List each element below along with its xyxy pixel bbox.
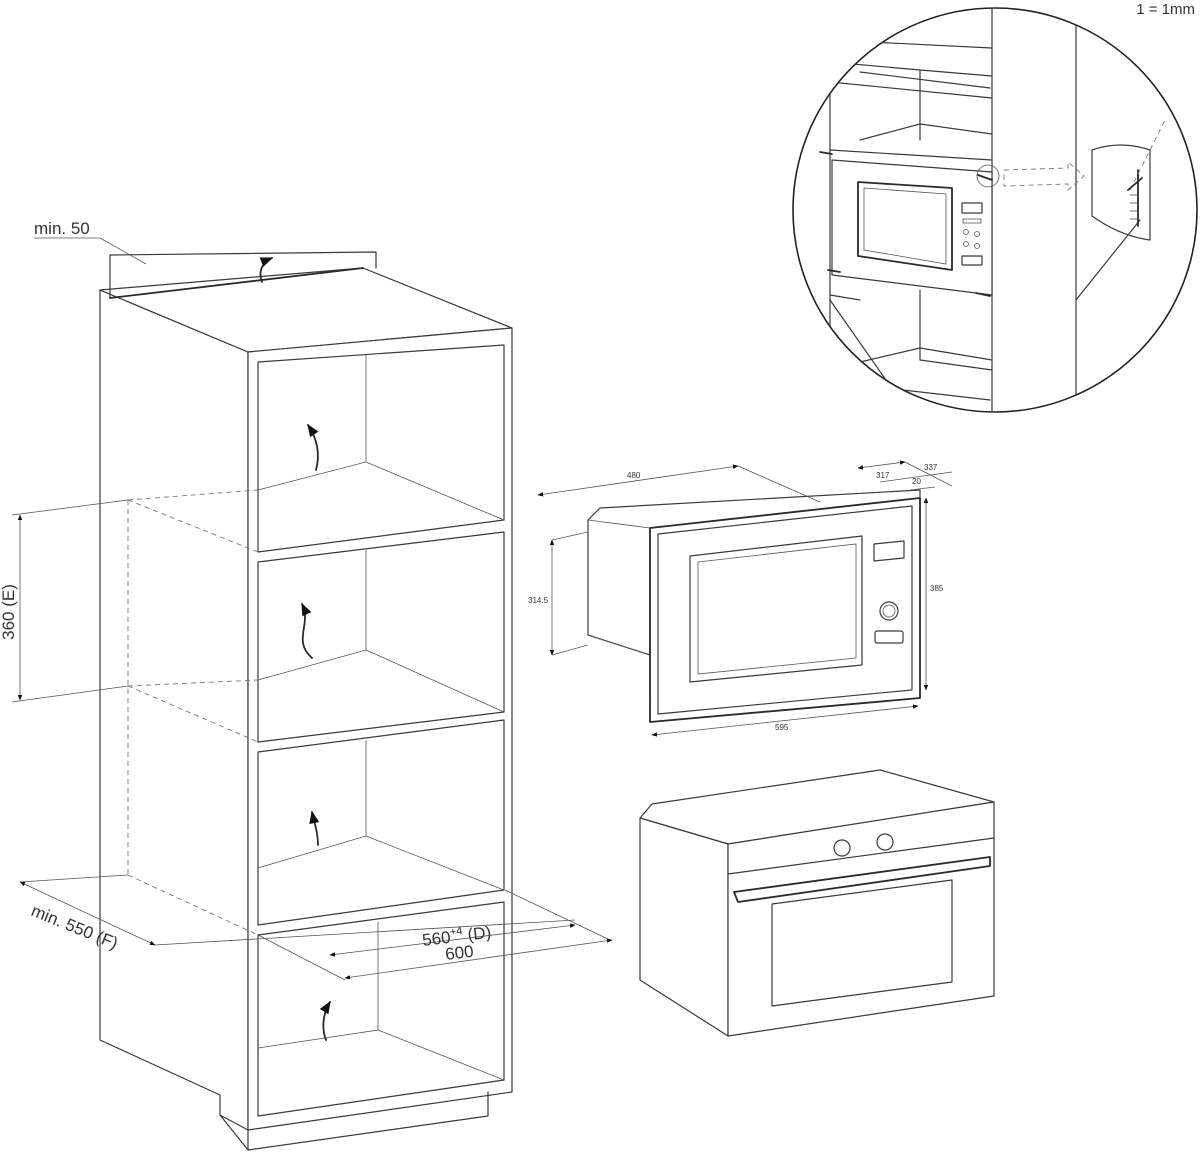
oven-side <box>639 817 729 1037</box>
microwave-knob <box>879 601 899 621</box>
airflow-arrow-3 <box>309 810 320 846</box>
oven-knob-1 <box>833 839 851 857</box>
microwave-display <box>873 540 905 562</box>
detail-marker <box>976 164 1000 188</box>
top-clearance-label: min. 50 <box>34 219 90 238</box>
dim-depth-317: 317 <box>876 471 890 480</box>
opening-depth-label: 560+4 (D) <box>421 922 492 950</box>
scale-note: 1 = 1mm <box>1136 1 1195 18</box>
microwave-window <box>689 535 863 683</box>
dim-front-height: 385 <box>930 584 944 593</box>
inset-microwave-window <box>857 181 953 271</box>
oven <box>639 769 995 1037</box>
compartment-2 <box>257 531 505 743</box>
airflow-arrow-top <box>259 257 274 283</box>
microwave-dimensioned: 480 317 337 20 314.5 385 595 <box>528 460 953 737</box>
oven-knob-2 <box>876 833 894 851</box>
compartment-1 <box>257 344 505 553</box>
cabinet-left-side <box>99 289 249 1131</box>
cabinet-width-label: 600 <box>444 942 474 964</box>
airflow-arrow-1 <box>307 423 319 471</box>
dim-width-top: 480 <box>627 471 641 480</box>
detail-arrow <box>1003 161 1085 191</box>
dim-depth-337: 337 <box>924 463 938 472</box>
airflow-arrow-2 <box>301 602 313 659</box>
opening-height-label: 360 (E) <box>0 584 18 640</box>
zoom-detail <box>1091 144 1151 241</box>
microwave-button <box>874 630 904 644</box>
dim-top-clearance: min. 50 <box>34 219 147 265</box>
dim-front-20: 20 <box>912 477 921 486</box>
dim-body-height: 314.5 <box>528 596 549 605</box>
oven-front <box>727 801 995 1037</box>
tall-cabinet <box>99 251 513 1151</box>
oven-handle <box>733 856 991 903</box>
detail-inset <box>792 7 1198 413</box>
compartment-3 <box>257 719 505 926</box>
dim-opening-height: 360 (E) <box>0 499 129 703</box>
cabinet-plinth <box>247 1091 489 1151</box>
oven-window <box>771 879 953 1007</box>
dim-front-width: 595 <box>775 723 789 732</box>
inset-microwave <box>831 159 993 296</box>
airflow-arrow-4 <box>319 1000 331 1041</box>
